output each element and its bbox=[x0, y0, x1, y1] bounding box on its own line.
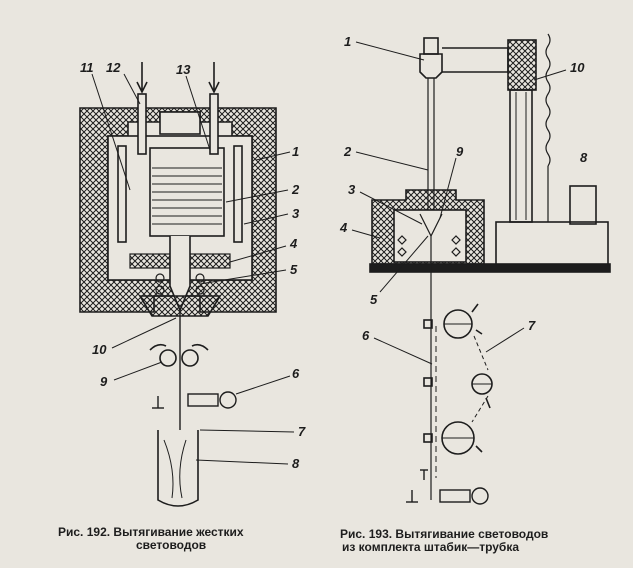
label-3: 3 bbox=[292, 206, 300, 221]
base-plate bbox=[369, 263, 611, 273]
receiver-tube bbox=[157, 430, 199, 507]
nozzle-base bbox=[138, 295, 222, 317]
chuck bbox=[419, 53, 443, 79]
label-193-7: 7 bbox=[528, 318, 536, 333]
label-193-9: 9 bbox=[456, 144, 464, 159]
column bbox=[509, 89, 533, 223]
motor-8 bbox=[569, 185, 597, 225]
roller-right bbox=[181, 349, 199, 367]
inlet-tube-12 bbox=[137, 93, 147, 155]
label-193-5: 5 bbox=[370, 292, 378, 307]
leader-lines-192 bbox=[91, 73, 295, 465]
roller-left bbox=[159, 349, 177, 367]
caption-192-line2: световодов bbox=[136, 538, 207, 552]
caption-192-line1: Рис. 192. Вытягивание жестких bbox=[58, 525, 244, 539]
receiver-fiber-coil bbox=[163, 439, 187, 499]
label-12: 12 bbox=[106, 60, 121, 75]
label-193-3: 3 bbox=[348, 182, 356, 197]
furnace-193-coils bbox=[397, 235, 461, 257]
label-193-8: 8 bbox=[580, 150, 588, 165]
label-13: 13 bbox=[176, 62, 191, 77]
label-6: 6 bbox=[292, 366, 300, 381]
label-9: 9 bbox=[100, 374, 108, 389]
carriage bbox=[507, 39, 537, 91]
figure-192-drawing bbox=[79, 62, 295, 507]
crucible-lid bbox=[159, 111, 201, 135]
label-2: 2 bbox=[291, 182, 300, 197]
label-7: 7 bbox=[298, 424, 306, 439]
label-5: 5 bbox=[290, 262, 298, 277]
gas-arrow-right bbox=[208, 62, 220, 94]
caption-193: Рис. 193. Вытягивание световодов из комп… bbox=[340, 528, 630, 554]
label-1: 1 bbox=[292, 144, 299, 159]
base-block bbox=[495, 221, 609, 269]
label-193-1: 1 bbox=[344, 34, 351, 49]
figure-193-drawing bbox=[351, 33, 611, 505]
label-193-2: 2 bbox=[343, 144, 352, 159]
melt bbox=[152, 167, 222, 225]
roller-arrow-right bbox=[191, 343, 209, 351]
label-193-6: 6 bbox=[362, 328, 370, 343]
label-4: 4 bbox=[289, 236, 298, 251]
labels-193: 1 10 2 9 3 4 8 5 6 7 bbox=[339, 34, 588, 343]
heater-left bbox=[117, 145, 127, 243]
leader-lines-193 bbox=[351, 41, 567, 365]
caption-193-line1: Рис. 193. Вытягивание световодов bbox=[340, 527, 549, 541]
label-10: 10 bbox=[92, 342, 107, 357]
labels-192: 11 12 13 1 2 3 4 5 10 9 6 7 8 bbox=[80, 60, 306, 471]
caption-193-line2: из комплекта штабик—трубка bbox=[342, 540, 520, 554]
label-193-10: 10 bbox=[570, 60, 585, 75]
label-8: 8 bbox=[292, 456, 300, 471]
caption-192: Рис. 192. Вытягивание жестких световодов bbox=[58, 526, 328, 552]
chuck-top bbox=[423, 37, 439, 55]
gas-arrow-left bbox=[136, 62, 148, 94]
label-11: 11 bbox=[80, 60, 94, 75]
spring-wire bbox=[545, 33, 551, 167]
rollers-7 bbox=[423, 303, 493, 455]
inlet-tube-13 bbox=[209, 93, 219, 155]
label-193-4: 4 bbox=[339, 220, 348, 235]
cutter-193 bbox=[406, 469, 489, 505]
arm bbox=[442, 47, 509, 73]
cutter-6 bbox=[152, 391, 237, 409]
heater-right bbox=[233, 145, 243, 243]
roller-arrow-left bbox=[149, 343, 167, 351]
